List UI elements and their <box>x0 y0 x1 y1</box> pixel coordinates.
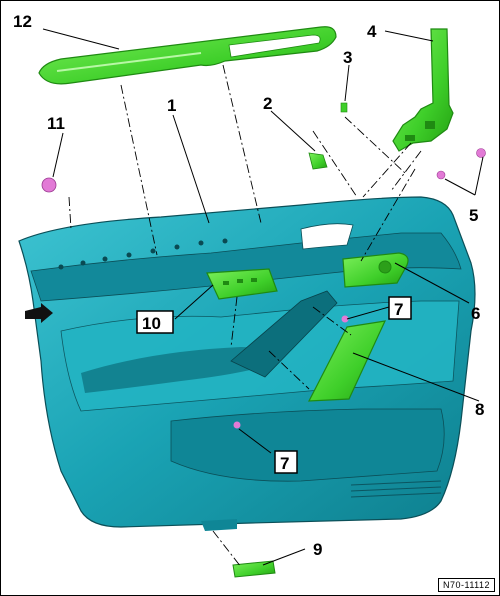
door-trim-panel <box>18 196 476 531</box>
svg-text:7: 7 <box>280 454 289 473</box>
callout-5: 5 <box>469 206 478 225</box>
callout-9: 9 <box>313 540 322 559</box>
part-6-switch-trim <box>342 252 409 288</box>
clip-7a <box>341 315 349 323</box>
part-2-retaining-clip <box>308 152 328 170</box>
callout-12: 12 <box>13 12 32 31</box>
clip-5b <box>436 170 446 180</box>
svg-text:11: 11 <box>47 114 65 133</box>
callout-3: 3 <box>343 48 352 67</box>
svg-text:9: 9 <box>313 540 322 559</box>
callout-11: 11 <box>47 114 65 133</box>
svg-text:6: 6 <box>471 304 480 323</box>
svg-text:4: 4 <box>367 22 377 41</box>
clip-7b <box>233 421 241 429</box>
svg-text:8: 8 <box>475 400 484 419</box>
svg-text:12: 12 <box>13 12 32 31</box>
part-3-pin <box>340 102 348 113</box>
assembly-lines <box>68 64 422 568</box>
part-8-lower-trim-strip <box>307 320 387 402</box>
svg-text:2: 2 <box>263 94 272 113</box>
direction-arrow-icon <box>25 303 53 323</box>
callout-2: 2 <box>263 94 272 113</box>
callout-6: 6 <box>471 304 480 323</box>
callout-7a: 7 <box>388 296 412 320</box>
svg-text:5: 5 <box>469 206 478 225</box>
callout-7b: 7 <box>274 450 298 474</box>
clip-5a <box>476 148 486 158</box>
callout-4: 4 <box>367 22 377 41</box>
svg-text:3: 3 <box>343 48 352 67</box>
part-4-window-frame-trim <box>392 28 454 152</box>
callout-10: 10 <box>136 310 174 334</box>
svg-text:1: 1 <box>167 96 176 115</box>
part-12-upper-trim-strip <box>38 26 337 85</box>
clip-11 <box>41 177 57 193</box>
leader-lines <box>42 28 484 566</box>
svg-text:7: 7 <box>394 300 403 319</box>
callout-8: 8 <box>475 400 484 419</box>
part-10-switch-housing <box>206 268 278 300</box>
part-9-bottom-clip <box>232 560 276 578</box>
svg-text:10: 10 <box>142 314 161 333</box>
callout-1: 1 <box>167 96 176 115</box>
reference-code: N70-11112 <box>437 578 495 592</box>
